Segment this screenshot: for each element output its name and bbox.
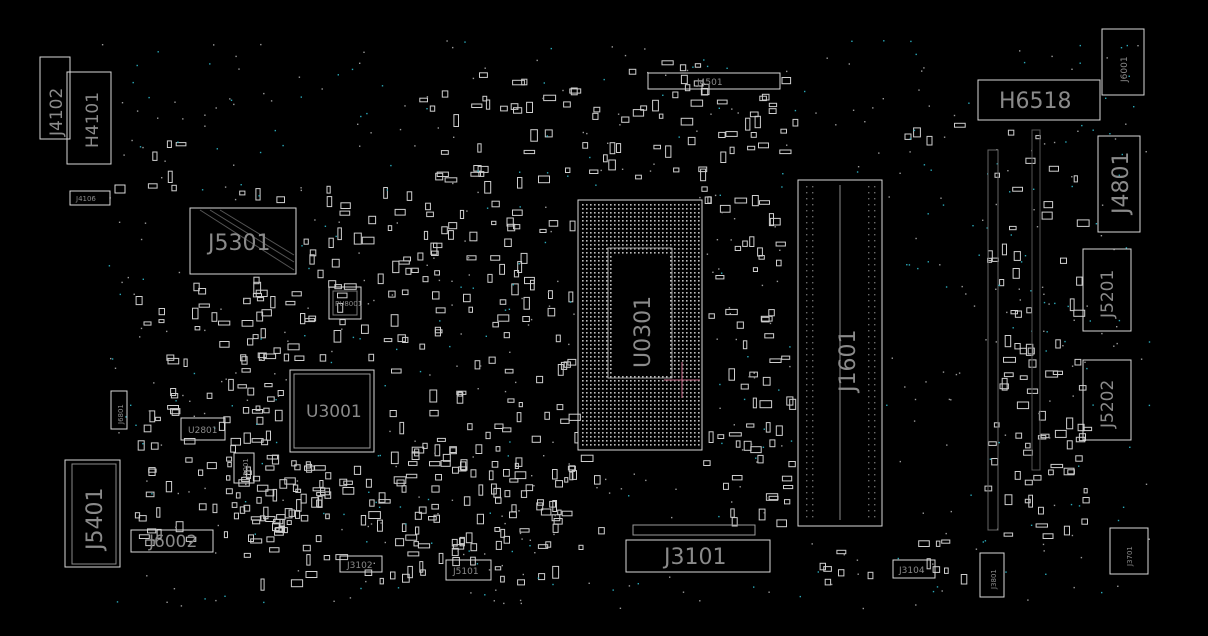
u3001-outline [289,369,375,453]
component-field [134,60,1093,591]
cpu-ball-grid [582,186,876,518]
j5401-outline [64,459,121,568]
label-j5101: J5101 [452,567,479,577]
j5201-outline [1082,248,1132,332]
u2801-outline [180,417,226,441]
label-j5202: J5202 [1098,380,1118,429]
label-j4801: J4801 [1109,152,1134,216]
j5101-outline [445,559,492,581]
label-j3101: J3101 [662,545,726,570]
label-j5201: J5201 [1098,270,1118,319]
label-pu8001: PU8001 [335,300,362,308]
j1601-outline [797,179,883,527]
j3104-outline [892,559,936,579]
label-j4501: J4501 [696,78,723,88]
j3101-outline [625,539,771,573]
label-u2801: U2801 [188,426,218,436]
j6001-outline [1101,28,1145,96]
label-j3102: J3102 [346,561,373,571]
j6801-outline [110,390,128,430]
j4801-outline [1097,135,1141,233]
j3801-outline [979,552,1005,598]
label-j6001: J6001 [1120,56,1130,83]
label-u3001: U3001 [306,402,362,422]
label-j5301: J5301 [206,231,270,256]
via-field [101,40,1151,610]
j3701-outline [1109,527,1149,575]
j5202-outline [1082,359,1132,441]
u0301-outline [577,199,703,451]
j4102-outline [39,56,71,140]
j5001-outline [233,452,255,484]
label-u0301: U0301 [631,296,656,368]
label-j6801: J6801 [117,404,125,425]
label-j3104: J3104 [898,566,925,576]
j4106-outline [69,190,111,206]
label-j3801: J3801 [990,569,998,590]
j4501-outline [647,72,781,90]
j6002-outline [130,529,214,553]
label-j5001: J5001 [242,458,250,479]
pu8001-outline [328,286,362,320]
label-j4106: J4106 [75,195,96,203]
j3102-outline [339,555,383,573]
label-j5401: J5401 [83,488,108,552]
h4101-outline [66,71,112,165]
label-j6002: J6002 [148,532,197,552]
label-j3701: J3701 [1126,546,1134,567]
label-h6518: H6518 [999,89,1072,114]
label-j4102: J4102 [47,88,67,137]
label-j1601: J1601 [836,330,861,394]
h6518-outline [977,79,1101,121]
label-h4101: H4101 [83,92,103,148]
j5301-outline [189,207,297,275]
